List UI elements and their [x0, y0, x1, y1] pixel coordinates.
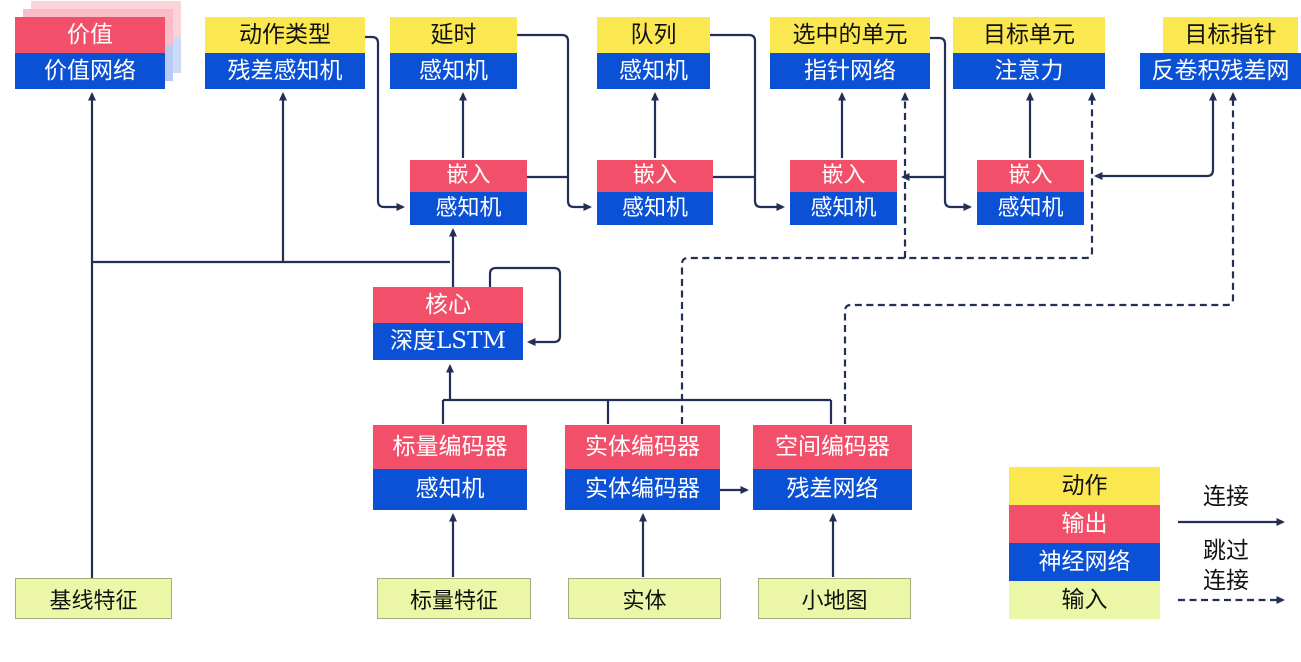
connector-action-type-to-embed1	[365, 35, 405, 211]
legend-action-label: 动作	[1009, 467, 1160, 505]
core-output-label: 核心	[373, 287, 523, 323]
connector-queue-to-embed3	[710, 33, 785, 211]
node-core: 核心 深度LSTM	[373, 287, 523, 360]
legend-output-label: 输出	[1009, 505, 1160, 543]
selected-units-action-label: 选中的单元	[770, 17, 930, 53]
node-selected-units: 选中的单元 指针网络	[770, 17, 930, 89]
legend-skip-label-line2: 连接	[1203, 568, 1249, 594]
node-value: 价值 价值网络	[15, 17, 165, 89]
embed-1-output-label: 嵌入	[410, 160, 527, 192]
embed-4-output-label: 嵌入	[977, 160, 1084, 192]
node-scalar-encoder: 标量编码器 感知机	[373, 425, 527, 510]
delay-action-label: 延时	[390, 17, 517, 53]
entity-encoder-output-label: 实体编码器	[565, 425, 720, 469]
skip-spatial-to-target-pointer	[843, 92, 1237, 424]
scalar-encoder-network-label: 感知机	[373, 469, 527, 510]
target-unit-network-label: 注意力	[953, 53, 1105, 89]
target-pointer-action-label: 目标指针	[1163, 17, 1298, 53]
queue-action-label: 队列	[597, 17, 710, 53]
embed-4-network-label: 感知机	[977, 192, 1084, 225]
connector-delay-to-embed2	[517, 33, 592, 211]
connector-selected-units-to-embed4	[930, 36, 972, 211]
connector-embed4-target-pointer	[1094, 92, 1217, 180]
legend-input-label: 输入	[1009, 581, 1160, 619]
selected-units-network-label: 指针网络	[770, 53, 930, 89]
node-queue: 队列 感知机	[597, 17, 710, 89]
spatial-encoder-output-label: 空间编码器	[753, 425, 912, 469]
spatial-encoder-network-label: 残差网络	[753, 469, 912, 510]
connector-core-loop	[488, 266, 562, 346]
embed-3-output-label: 嵌入	[790, 160, 897, 192]
node-action-type: 动作类型 残差感知机	[205, 17, 365, 89]
embed-2-network-label: 感知机	[597, 192, 713, 225]
input-baseline-features: 基线特征	[15, 578, 172, 619]
embed-1-network-label: 感知机	[410, 192, 527, 225]
embed-2-output-label: 嵌入	[597, 160, 713, 192]
node-embed-4: 嵌入 感知机	[977, 160, 1084, 225]
delay-network-label: 感知机	[390, 53, 517, 89]
core-network-label: 深度LSTM	[373, 323, 523, 360]
embed-3-network-label: 感知机	[790, 192, 897, 225]
node-spatial-encoder: 空间编码器 残差网络	[753, 425, 912, 510]
node-target-unit: 目标单元 注意力	[953, 17, 1105, 89]
input-entities: 实体	[568, 578, 721, 619]
skip-entity-to-target-unit	[680, 92, 1096, 424]
input-scalar-features: 标量特征	[377, 578, 531, 619]
node-embed-3: 嵌入 感知机	[790, 160, 897, 225]
legend-network-label: 神经网络	[1009, 543, 1160, 581]
node-entity-encoder: 实体编码器 实体编码器	[565, 425, 720, 510]
target-pointer-network-label: 反卷积残差网	[1140, 53, 1301, 89]
value-network-label: 价值网络	[15, 53, 165, 89]
queue-network-label: 感知机	[597, 53, 710, 89]
action-type-network-label: 残差感知机	[205, 53, 365, 89]
action-type-action-label: 动作类型	[205, 17, 365, 53]
value-output-label: 价值	[15, 17, 165, 53]
input-minimap: 小地图	[758, 578, 911, 619]
legend-connection-label: 连接	[1203, 484, 1249, 510]
node-embed-2: 嵌入 感知机	[597, 160, 713, 225]
node-delay: 延时 感知机	[390, 17, 517, 89]
node-embed-1: 嵌入 感知机	[410, 160, 527, 225]
scalar-encoder-output-label: 标量编码器	[373, 425, 527, 469]
entity-encoder-network-label: 实体编码器	[565, 469, 720, 510]
legend-skip-label-line1: 跳过	[1203, 538, 1249, 564]
target-unit-action-label: 目标单元	[953, 17, 1105, 53]
legend-color-key: 动作 输出 神经网络 输入	[1009, 467, 1160, 619]
